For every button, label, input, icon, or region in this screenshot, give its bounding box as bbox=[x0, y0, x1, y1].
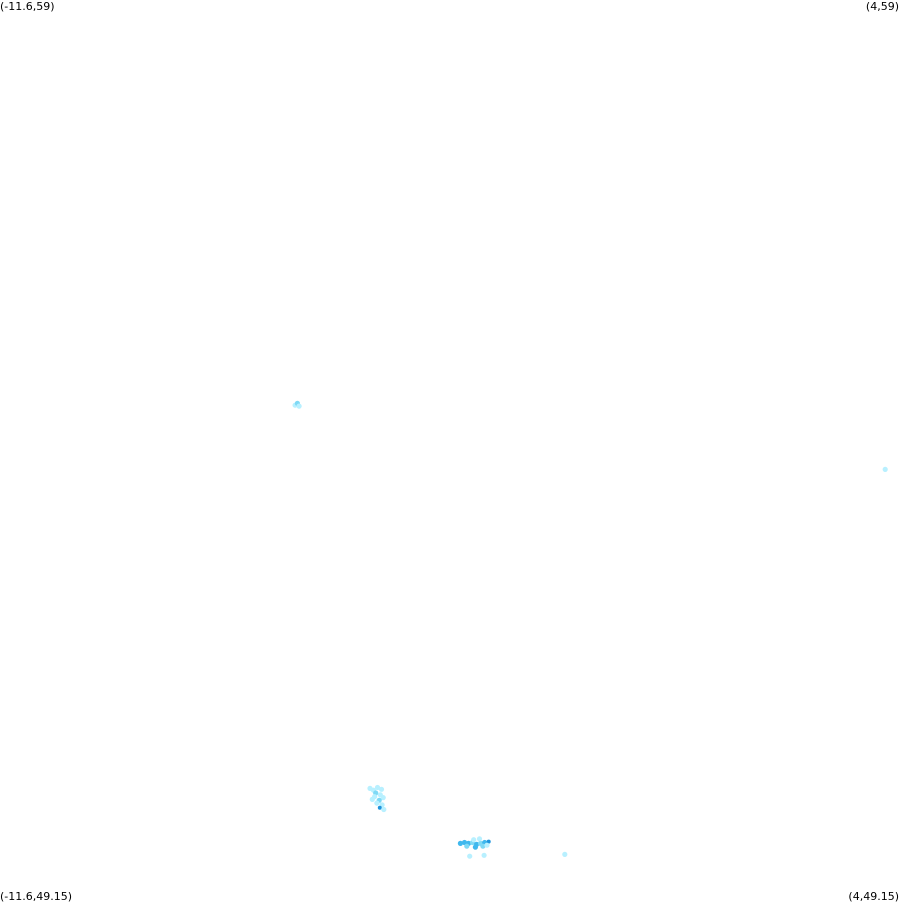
map-point-28 bbox=[480, 843, 486, 849]
map-point-31 bbox=[484, 842, 490, 848]
map-point-30 bbox=[476, 836, 483, 842]
map-point-6 bbox=[374, 784, 381, 791]
map-point-25 bbox=[486, 839, 491, 844]
map-point-18 bbox=[457, 840, 463, 847]
map-point-34 bbox=[562, 851, 568, 858]
map-point-33 bbox=[481, 852, 487, 858]
corner-label-bottom-left: (-11.6,49.15) bbox=[0, 890, 73, 903]
map-point-7 bbox=[378, 786, 385, 792]
map-point-17 bbox=[369, 796, 375, 803]
map-point-29 bbox=[471, 837, 477, 843]
map-point-13 bbox=[374, 800, 380, 806]
corner-label-bottom-right: (4,49.15) bbox=[848, 890, 899, 903]
map-point-16 bbox=[381, 806, 387, 813]
map-point-27 bbox=[472, 844, 478, 850]
corner-label-top-left: (-11.6,59) bbox=[0, 0, 55, 13]
map-point-15 bbox=[377, 805, 382, 810]
map-point-2 bbox=[296, 403, 302, 409]
map-point-11 bbox=[380, 795, 386, 801]
map-point-26 bbox=[464, 843, 470, 849]
corner-label-top-right: (4,59) bbox=[865, 0, 899, 13]
map-point-32 bbox=[467, 853, 473, 859]
map-point-3 bbox=[882, 466, 888, 472]
